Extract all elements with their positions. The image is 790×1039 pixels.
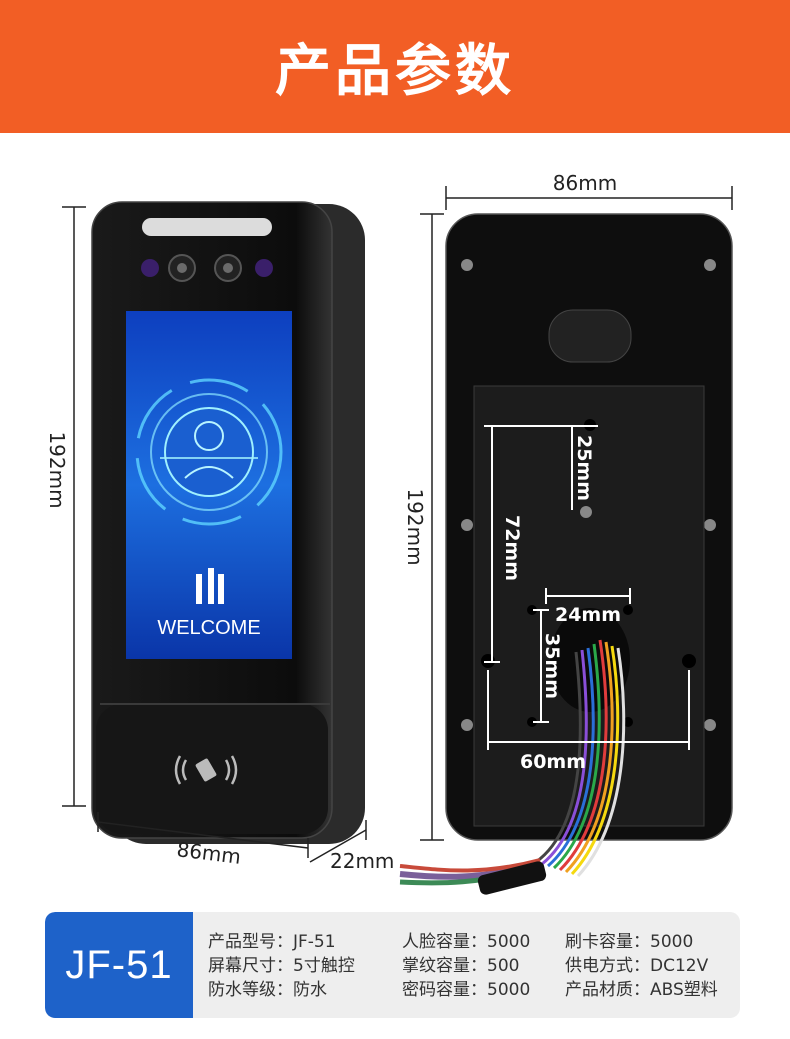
front-height-dimension: 192mm	[45, 206, 86, 807]
page-title: 产品参数	[275, 39, 515, 104]
light-bar	[142, 218, 272, 236]
hole-24-dimension: 24mm	[545, 588, 631, 626]
spec-row: 屏幕尺寸：5寸触控	[208, 956, 355, 976]
svg-text:192mm: 192mm	[403, 488, 427, 565]
spec-column-3: 刷卡容量：5000 供电方式：DC12V 产品材质：ABS塑料	[565, 930, 718, 1002]
spec-row: 防水等级：防水	[208, 980, 327, 1000]
back-height-dimension: 192mm	[403, 213, 444, 841]
screw-icon	[704, 719, 716, 731]
wire-sleeve	[477, 861, 547, 895]
page-header: 产品参数	[0, 0, 790, 133]
product-illustration: WELCOME 192mm 86mm 22mm	[45, 171, 733, 895]
spec-row: 供电方式：DC12V	[565, 956, 709, 976]
back-device	[399, 213, 733, 895]
ir-light-icon	[141, 259, 159, 277]
front-device: WELCOME	[91, 201, 365, 844]
svg-text:25mm: 25mm	[573, 435, 595, 501]
svg-text:24mm: 24mm	[555, 604, 621, 626]
spec-row: 刷卡容量：5000	[565, 932, 694, 952]
spec-row: 人脸容量：5000	[402, 932, 531, 952]
spec-row: 产品材质：ABS塑料	[565, 980, 718, 1000]
welcome-text: WELCOME	[157, 617, 260, 639]
front-depth-dimension: 22mm	[309, 820, 394, 873]
hole-72-dimension: 72mm	[484, 425, 572, 663]
brand-logo-icon	[196, 568, 224, 604]
speaker-icon	[548, 309, 632, 363]
hole-60-dimension: 60mm	[487, 670, 690, 773]
screw-icon	[461, 259, 473, 271]
svg-text:192mm: 192mm	[45, 431, 69, 508]
svg-text:22mm: 22mm	[330, 849, 394, 873]
spec-row: 掌纹容量：500	[402, 956, 520, 976]
svg-text:60mm: 60mm	[520, 751, 586, 773]
spec-column-2: 人脸容量：5000 掌纹容量：500 密码容量：5000	[402, 930, 530, 1002]
back-width-dimension: 86mm	[445, 171, 733, 210]
svg-text:86mm: 86mm	[553, 171, 617, 195]
model-badge: JF-51	[45, 912, 193, 1018]
model-label: JF-51	[65, 942, 173, 987]
screw-icon	[704, 519, 716, 531]
nfc-card-icon	[174, 755, 238, 785]
mounting-plate	[473, 385, 705, 827]
ir-light-icon-2	[255, 259, 273, 277]
face-icon	[194, 421, 224, 451]
svg-text:35mm: 35mm	[541, 633, 563, 699]
screw-icon	[461, 519, 473, 531]
hole-35-dimension: 35mm	[533, 609, 563, 723]
screw-icon	[704, 259, 716, 271]
svg-text:72mm: 72mm	[501, 515, 523, 581]
spec-column-1: 产品型号：JF-51 屏幕尺寸：5寸触控 防水等级：防水	[208, 930, 355, 1002]
spec-row: 密码容量：5000	[402, 980, 531, 1000]
spec-panel: JF-51 产品型号：JF-51 屏幕尺寸：5寸触控 防水等级：防水 人脸容量：…	[45, 912, 740, 1018]
wire-bundle	[399, 639, 626, 886]
screw-icon	[461, 719, 473, 731]
spec-row: 产品型号：JF-51	[208, 932, 336, 952]
